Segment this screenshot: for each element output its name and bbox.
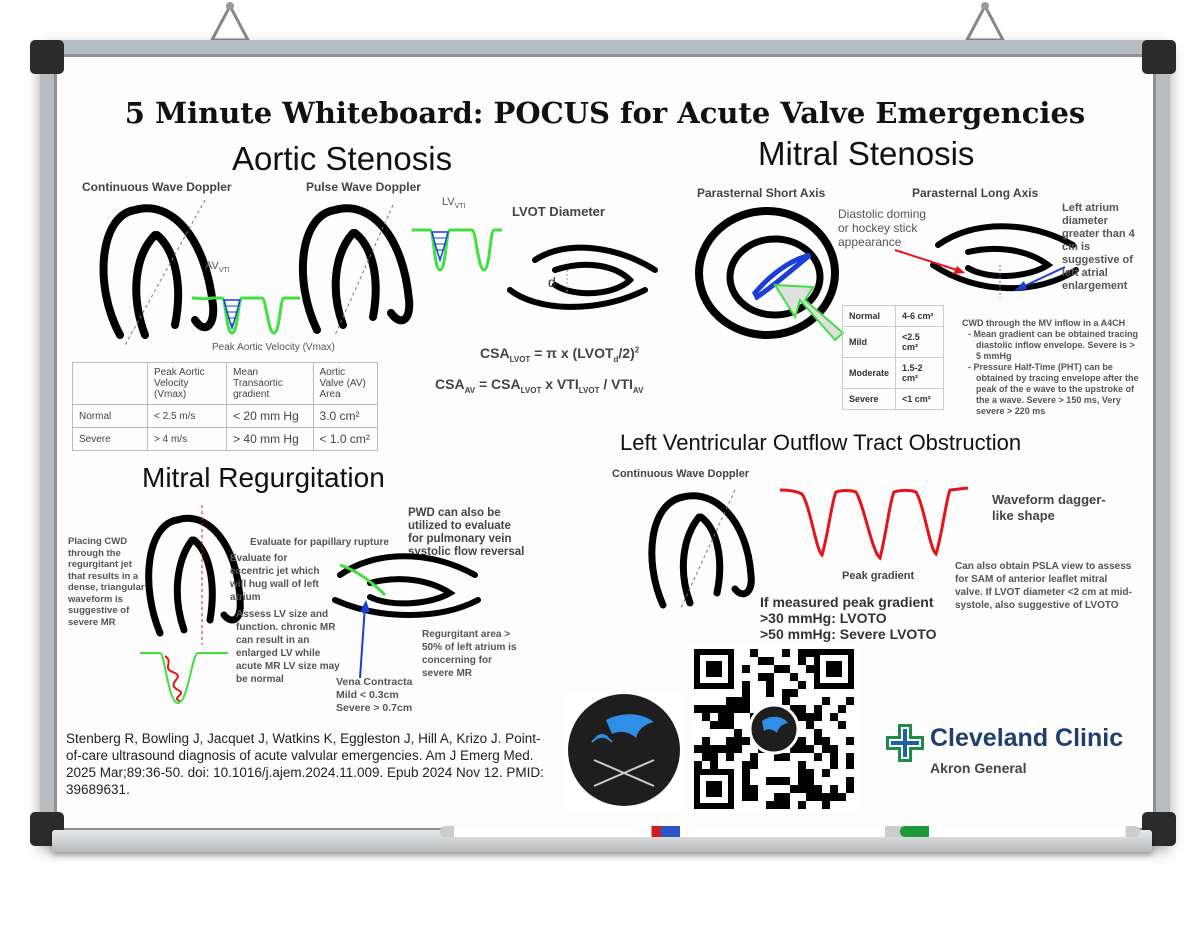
ms-cwd-notes: CWD through the MV inflow in a A4CH - Me… <box>962 318 1139 416</box>
table-row: Peak Aortic Velocity (Vmax) Mean Transao… <box>72 362 379 405</box>
board-corner <box>30 40 64 74</box>
blue-arrow-icon <box>1014 266 1066 291</box>
blue-marker <box>660 826 910 837</box>
as-cwd-label: Continuous Wave Doppler <box>82 180 232 194</box>
lv-waveform <box>412 228 502 272</box>
page-title: 5 Minute Whiteboard: POCUS for Acute Val… <box>124 96 1086 130</box>
red-marker <box>440 826 670 837</box>
aortic-stenosis-table: Peak Aortic Velocity (Vmax) Mean Transao… <box>72 362 379 451</box>
ms-psax-label: Parasternal Short Axis <box>697 186 826 200</box>
lvoto-waveform <box>779 486 969 561</box>
d-label: d <box>548 274 556 290</box>
pwd-note: PWD can also be utilized to evaluate for… <box>408 507 525 558</box>
clinic-name: Cleveland Clinic <box>930 724 1124 752</box>
lvoto-heading: Left Ventricular Outflow Tract Obstructi… <box>620 430 1022 455</box>
csa-av-formula: CSAAV = CSALVOT x VTILVOT / VTIAV <box>435 376 644 395</box>
av-waveform <box>191 296 300 335</box>
vena-contracta-note: Vena Contracta Mild < 0.3cm Severe > 0.7… <box>336 676 413 714</box>
lv-vti-label: LVVTI <box>442 196 466 211</box>
lvot-diagram <box>507 244 658 310</box>
mr-plax-diagram <box>332 553 481 618</box>
gradient-criteria: If measured peak gradient >30 mmHg: LVOT… <box>760 594 937 642</box>
clinic-sub: Akron General <box>930 760 1027 776</box>
mr-cwd-note: Placing CWD through the regurgitant jet … <box>68 536 145 628</box>
reference-citation: Stenberg R, Bowling J, Jacquet J, Watkin… <box>66 731 544 797</box>
heart-cwd-diagram <box>99 199 218 346</box>
la-enlargement-note: Left atrium diameter greater than 4 cm i… <box>1062 202 1135 292</box>
heart-lvoto-diagram <box>648 489 755 611</box>
lv-size-note: Assess LV size and function. chronic MR … <box>236 609 340 685</box>
pocus-logo <box>566 690 682 810</box>
ms-plax-label: Parasternal Long Axis <box>912 186 1039 200</box>
peak-gradient-label: Peak gradient <box>842 570 915 582</box>
peak-velocity-label: Peak Aortic Velocity (Vmax) <box>212 342 335 353</box>
eccentric-note: Evaluate for eccentric jet which will hu… <box>230 553 320 603</box>
waveform-note: Waveform dagger-like shape <box>992 492 1106 523</box>
table-row: Severe > 4 m/s > 40 mm Hg < 1.0 cm² <box>72 427 379 451</box>
plax-diagram <box>930 223 1079 298</box>
heart-mr-diagram <box>145 505 244 645</box>
green-marker <box>900 826 1140 837</box>
doming-label: Diastolic doming or hockey stick appeara… <box>838 207 927 249</box>
aortic-stenosis-heading: Aortic Stenosis <box>232 140 453 177</box>
vena-arrow-icon <box>359 600 370 679</box>
board-corner <box>1142 40 1176 74</box>
lvoto-cwd-label: Continuous Wave Doppler <box>612 468 750 480</box>
qr-code <box>690 645 858 813</box>
heart-pwd-diagram <box>298 204 414 336</box>
psax-diagram <box>695 207 845 342</box>
psla-note: Can also obtain PSLA view to assess for … <box>955 561 1132 611</box>
regurg-area-note: Regurgitant area > 50% of left atrium is… <box>422 629 517 679</box>
table-row: Mild<2.5 cm² <box>841 326 944 358</box>
table-row: Severe<1 cm² <box>841 388 944 410</box>
mitral-stenosis-heading: Mitral Stenosis <box>758 135 975 172</box>
table-row: Normal < 2.5 m/s < 20 mm Hg 3.0 cm² <box>72 404 379 428</box>
av-vti-label: AVVTI <box>205 260 230 275</box>
lvot-diameter-label: LVOT Diameter <box>512 204 605 219</box>
as-pwd-label: Pulse Wave Doppler <box>306 180 421 194</box>
csa-lvot-formula: CSALVOT = π x (LVOTd/2)2 <box>480 345 640 364</box>
mr-waveform <box>140 652 228 705</box>
clinic-cross-icon <box>886 724 924 762</box>
papillary-note: Evaluate for papillary rupture <box>250 537 389 548</box>
red-arrow-icon <box>894 249 965 274</box>
mitral-regurg-heading: Mitral Regurgitation <box>142 462 385 493</box>
